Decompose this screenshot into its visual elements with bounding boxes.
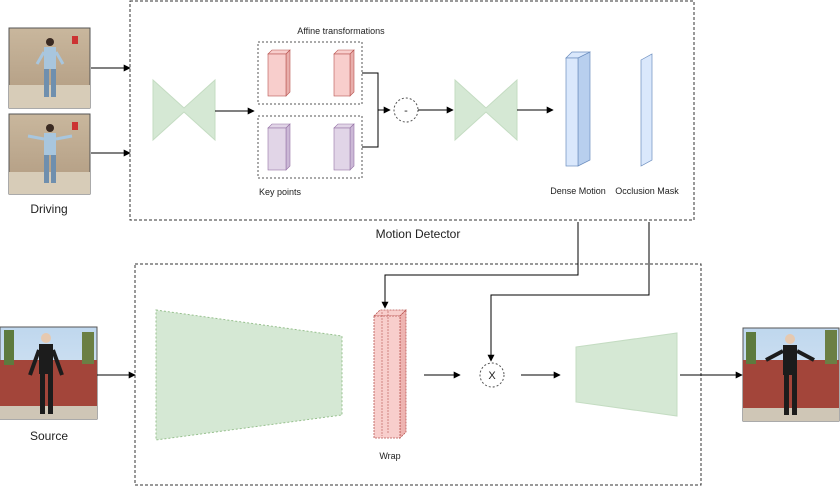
dense-motion-label: Dense Motion [550, 186, 606, 196]
driving-frame-2 [8, 113, 91, 195]
multiply-node-label: X [488, 370, 496, 382]
wrap-label: Wrap [379, 451, 400, 461]
arrow-occlusion-to-multiply [487, 222, 650, 362]
subtract-node-label: - [404, 105, 408, 117]
arrow-affine-to-minus [362, 72, 391, 114]
person-photo-icon [27, 124, 73, 183]
output-frame [742, 327, 840, 422]
source-frame [0, 326, 98, 420]
motion-detector-box [129, 0, 695, 221]
wrap-block [373, 309, 407, 439]
driving-label: Driving [30, 202, 67, 216]
occlusion-mask-block [640, 53, 653, 167]
motion-detector-label: Motion Detector [376, 227, 461, 241]
multiply-node [479, 362, 505, 388]
image-decoder-trapezoid [575, 332, 678, 417]
source-label: Source [30, 429, 68, 443]
motion-encoder-hourglass [454, 78, 518, 142]
person-photo-icon [35, 38, 65, 97]
keypoint-encoder-hourglass [152, 78, 216, 142]
person-photo-icon [765, 334, 815, 415]
arrow-keypoints-to-minus [362, 110, 379, 148]
person-photo-icon [28, 333, 64, 414]
affine-box [257, 41, 363, 105]
occlusion-mask-label: Occlusion Mask [615, 186, 679, 196]
affine-block-2 [333, 49, 355, 97]
driving-frame-1 [8, 27, 91, 109]
keypoints-box [257, 115, 363, 179]
keypoints-label: Key points [259, 187, 302, 197]
dense-motion-block [565, 51, 591, 167]
affine-label: Affine transformations [297, 26, 385, 36]
arrow-dense-to-wrap [381, 222, 579, 309]
keypoint-block-1 [267, 123, 291, 171]
keypoint-block-2 [333, 123, 355, 171]
image-encoder-trapezoid [155, 309, 343, 441]
affine-block-1 [267, 49, 291, 97]
